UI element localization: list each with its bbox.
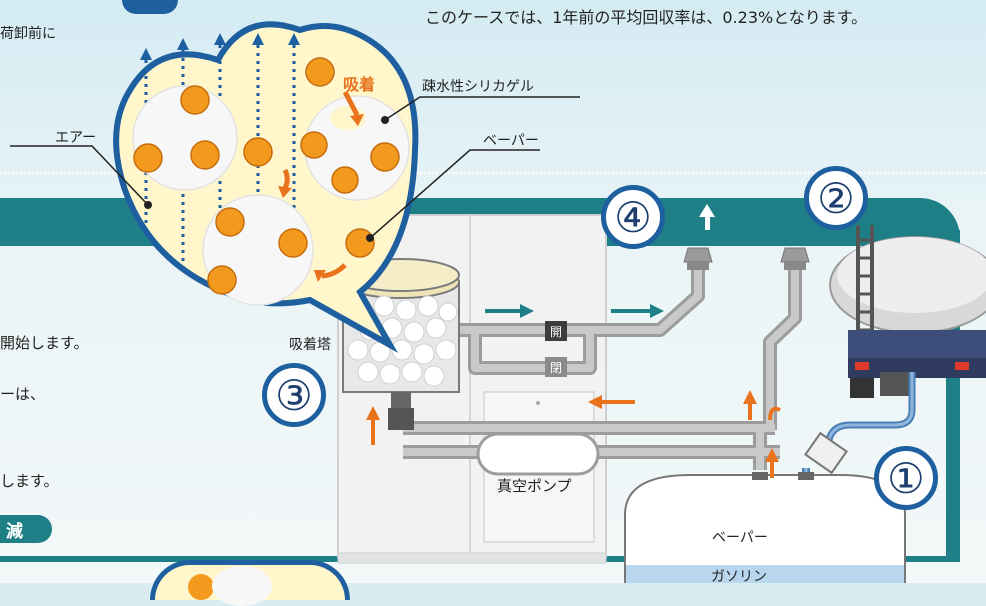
- silica-gel-label: 疎水性シリカゲル: [422, 79, 534, 95]
- vapor-label: ベーパー: [483, 133, 539, 149]
- air-label: エアー: [55, 130, 97, 146]
- valve-open: 開: [545, 321, 567, 341]
- flow-arrows-orange: [366, 390, 781, 478]
- hose-coupler: [804, 431, 848, 475]
- reduction-pill: 減: [0, 515, 52, 543]
- exhaust-arrow: [699, 204, 715, 230]
- step-1-badge: ①: [874, 446, 938, 510]
- tank-gasoline-label: ガソリン: [711, 569, 767, 585]
- step-3-badge: ③: [262, 363, 326, 427]
- adsorb-label: 吸着: [343, 75, 376, 94]
- header-left-fragment: 荷卸前に: [0, 26, 56, 42]
- left-text-line3: します。: [0, 472, 59, 490]
- vapor-recovery-diagram: [10, 21, 986, 583]
- tank-vapor-label: ベーパー: [712, 530, 768, 546]
- valve-closed: 閉: [545, 357, 567, 377]
- title-logo-fragment: [122, 0, 178, 14]
- flow-arrows-teal: [485, 304, 664, 318]
- adsorption-tower-label: 吸着塔: [289, 337, 331, 353]
- vapor-particles: [133, 57, 400, 295]
- left-text-line1: 開始します。: [0, 334, 89, 352]
- vent-cap-2: [780, 247, 810, 263]
- step-2-badge: ②: [804, 166, 868, 230]
- bottom-vapor-particle: [188, 574, 214, 600]
- header-note: このケースでは、1年前の平均回収率は、0.23%となります。: [425, 8, 868, 27]
- bottom-silica-ball: [212, 566, 272, 606]
- dotted-divider: [0, 172, 986, 174]
- vacuum-pump: [476, 432, 600, 476]
- left-text-line2: ーは、: [0, 385, 46, 403]
- tower-valve: [391, 392, 411, 410]
- tanker-truck: [829, 225, 986, 398]
- vent-cap-4: [683, 247, 713, 263]
- vacuum-pump-label: 真空ポンプ: [497, 477, 572, 495]
- step-4-badge: ④: [601, 185, 665, 249]
